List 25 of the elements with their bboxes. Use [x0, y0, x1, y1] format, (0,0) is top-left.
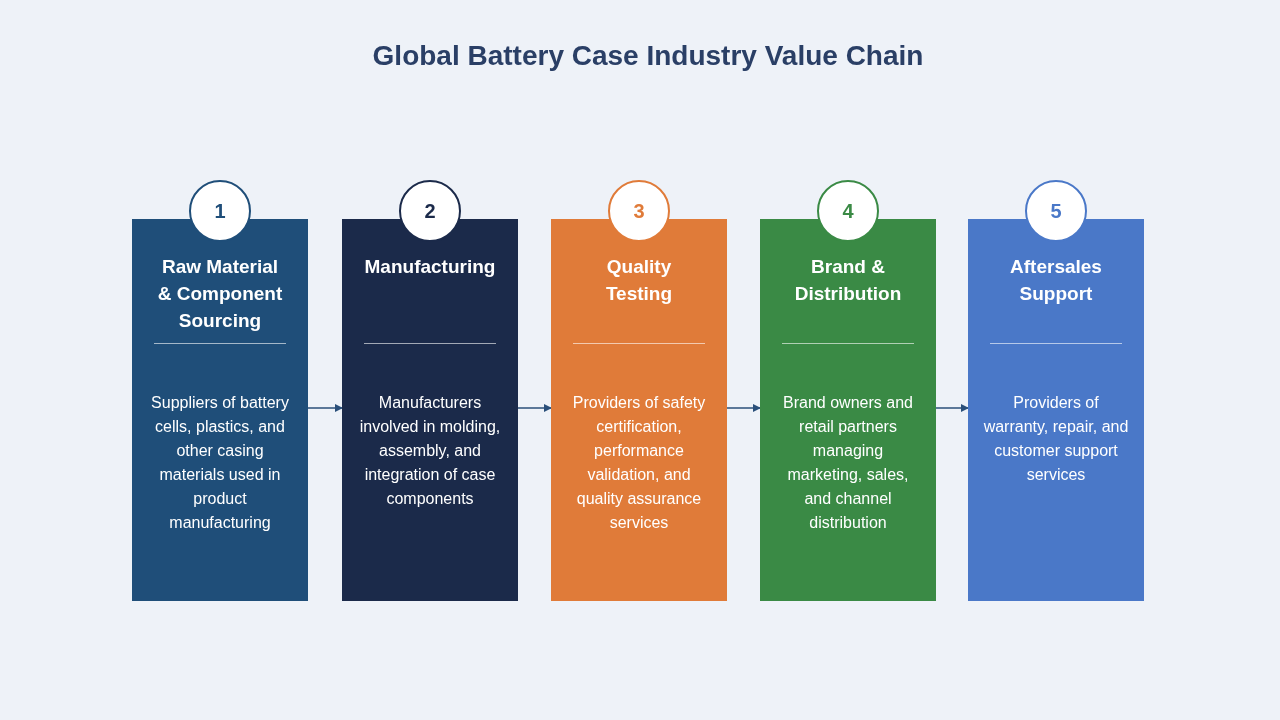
card-description: Suppliers of battery cells, plastics, and other casing materials used in product manufacturing: [150, 393, 290, 533]
card-description: Providers of warranty, repair, and customer support services: [982, 393, 1130, 485]
stage-card: [342, 219, 518, 601]
step-number-circle: 4: [817, 180, 879, 242]
arrow: [517, 404, 552, 412]
arrow: [935, 404, 969, 412]
card-heading: Brand & Distribution: [793, 255, 903, 306]
arrow: [307, 404, 343, 412]
stage-card: [968, 219, 1144, 601]
stage-card: [551, 219, 727, 601]
stage-card: [760, 219, 936, 601]
step-number-circle: 5: [1025, 180, 1087, 242]
card-heading: Quality Testing: [604, 255, 674, 306]
step-number-circle: 2: [399, 180, 461, 242]
stage-card: [132, 219, 308, 601]
card-heading: Aftersales Support: [1009, 255, 1103, 306]
card-description: Providers of safety certification, performance validation, and quality assurance services: [571, 393, 707, 533]
card-description: Manufacturers involved in molding, assembly, and integration of case components: [358, 393, 502, 509]
card-heading: Manufacturing: [363, 255, 497, 279]
diagram-title: Global Battery Case Industry Value Chain: [371, 40, 925, 72]
card-description: Brand owners and retail partners managing marketing, sales, and channel distribution: [782, 393, 914, 533]
step-number-circle: 3: [608, 180, 670, 242]
card-heading: Raw Material & Component Sourcing: [156, 255, 284, 333]
step-number-circle: 1: [189, 180, 251, 242]
arrow: [726, 404, 761, 412]
